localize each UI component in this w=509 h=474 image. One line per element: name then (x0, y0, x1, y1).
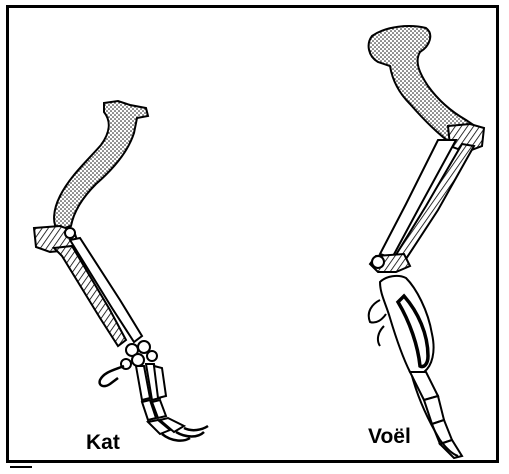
cat-digits (136, 364, 184, 434)
cat-elbow-knob (65, 228, 75, 238)
bird-wrist-knob (372, 256, 384, 268)
cat-forelimb (34, 101, 208, 441)
bird-wing (369, 26, 484, 458)
corner-rule (10, 466, 32, 468)
cat-humerus (54, 101, 148, 230)
bird-alula (369, 300, 386, 346)
cat-label: Kat (86, 432, 120, 453)
bird-label: Voël (368, 426, 411, 447)
bird-digits (410, 372, 462, 458)
cat-dewclaw (100, 366, 124, 386)
